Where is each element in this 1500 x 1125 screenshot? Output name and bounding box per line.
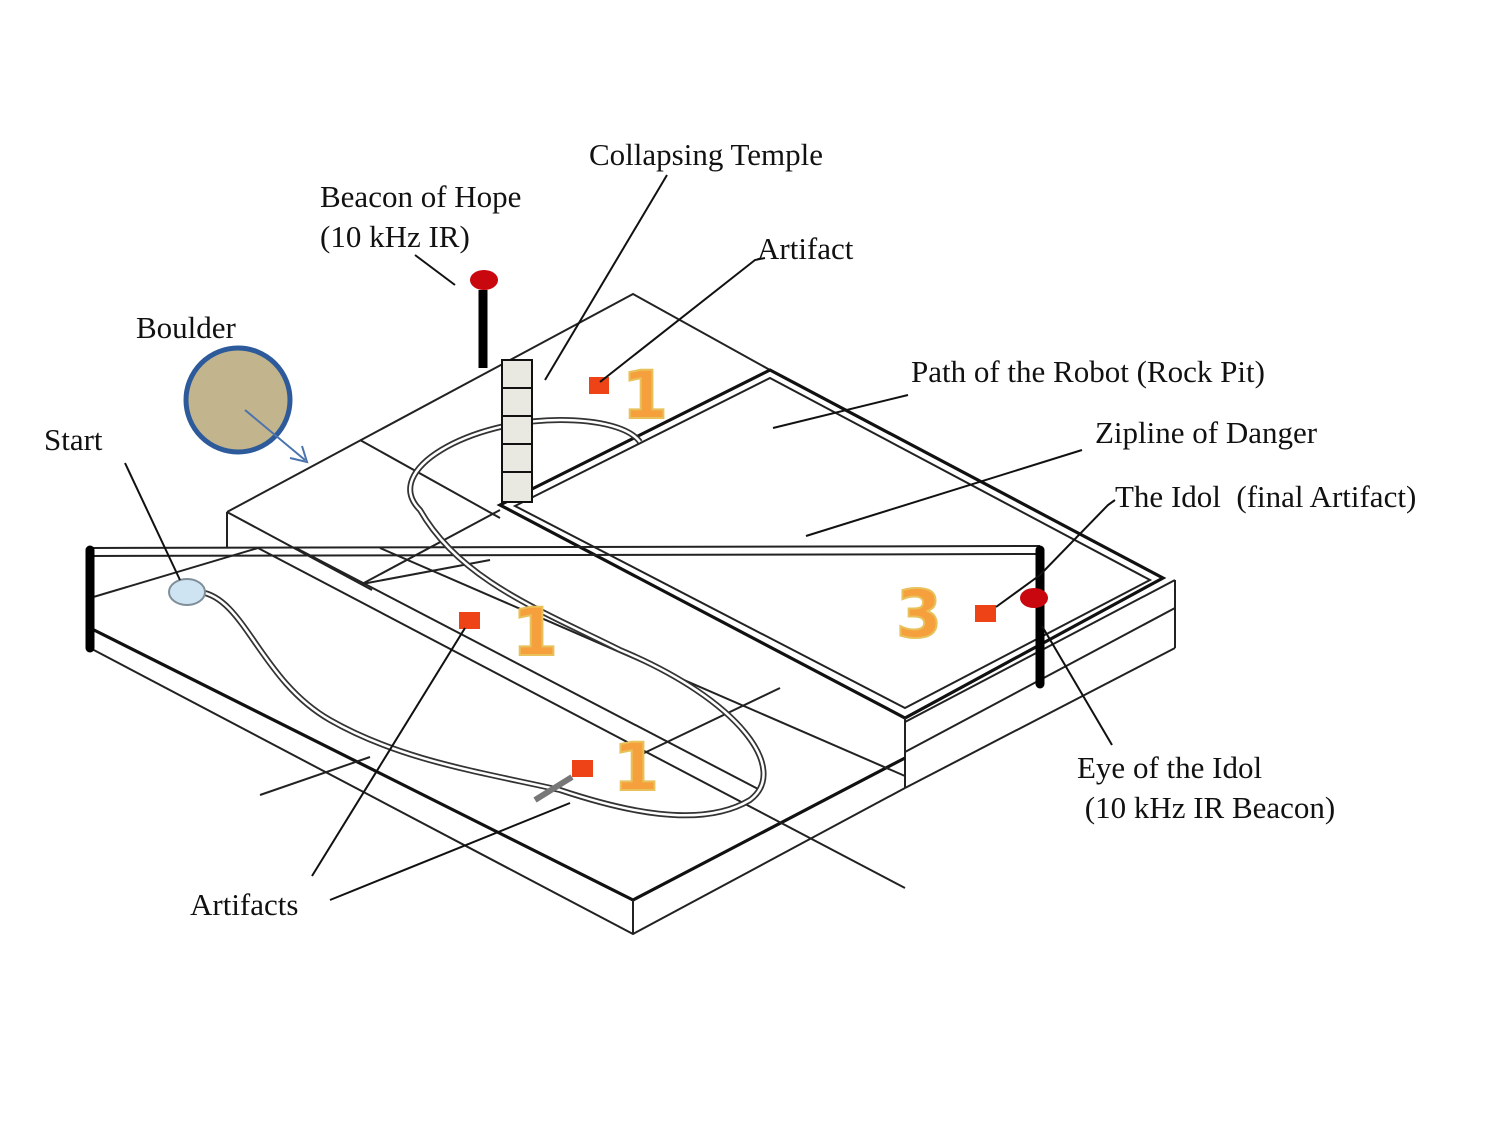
temple-block (501, 443, 533, 473)
beacon-of-hope (470, 270, 498, 368)
label-artifact: Artifact (757, 231, 854, 266)
beacon-light-icon (470, 270, 498, 290)
temple-block (501, 415, 533, 445)
temple-block (501, 387, 533, 417)
label-boulder: Boulder (136, 310, 236, 345)
points-artifact-top: 1 (622, 357, 668, 434)
leader-path-of-robot (772, 394, 909, 429)
label-beacon-of-hope: Beacon of Hope (10 kHz IR) (320, 179, 522, 254)
eye-of-idol-beacon (1020, 588, 1048, 608)
rock-pit-board (496, 368, 1176, 789)
temple-block (501, 359, 533, 389)
leader-start (124, 462, 181, 581)
leader-zipline (805, 449, 1083, 537)
start-board (89, 547, 906, 936)
idol-artifact (975, 605, 996, 622)
label-eye-of-the-idol: Eye of the Idol (10 kHz IR Beacon) (1077, 750, 1336, 825)
leader-artifacts-bottom (329, 802, 571, 901)
leader-collapsing-temple (544, 174, 668, 381)
boulder-direction-arrow (244, 409, 306, 461)
label-zipline-of-danger: Zipline of Danger (1095, 415, 1318, 450)
artifact-bottom (572, 760, 593, 777)
artifact-bottom-stand (533, 774, 574, 803)
robot-path (199, 416, 767, 819)
arrow-head-icon (289, 445, 309, 464)
temple-block (501, 471, 533, 503)
start-pad (168, 578, 206, 606)
leader-artifacts-middle (311, 627, 466, 877)
leader-eye-of-idol (1041, 625, 1113, 746)
leader-idol (995, 499, 1116, 608)
collapsing-temple-blocks (501, 359, 533, 503)
temple-board (226, 292, 771, 591)
label-artifacts: Artifacts (190, 887, 299, 922)
points-artifact-middle: 1 (512, 594, 558, 671)
points-idol: 3 (896, 576, 942, 653)
artifact-top (589, 377, 609, 394)
leader-lines (124, 174, 1116, 901)
boulder-circle (183, 345, 293, 455)
leader-beacon-of-hope (414, 254, 456, 286)
boulder (183, 345, 309, 464)
artifact-middle (459, 612, 480, 629)
label-the-idol: The Idol (final Artifact) (1115, 479, 1417, 514)
points-artifact-bottom: 1 (613, 729, 659, 806)
label-start: Start (44, 422, 103, 457)
leader-artifact-top (599, 257, 766, 383)
label-collapsing-temple: Collapsing Temple (589, 137, 824, 172)
zipline (85, 545, 1045, 689)
label-path-of-robot: Path of the Robot (Rock Pit) (911, 354, 1265, 389)
